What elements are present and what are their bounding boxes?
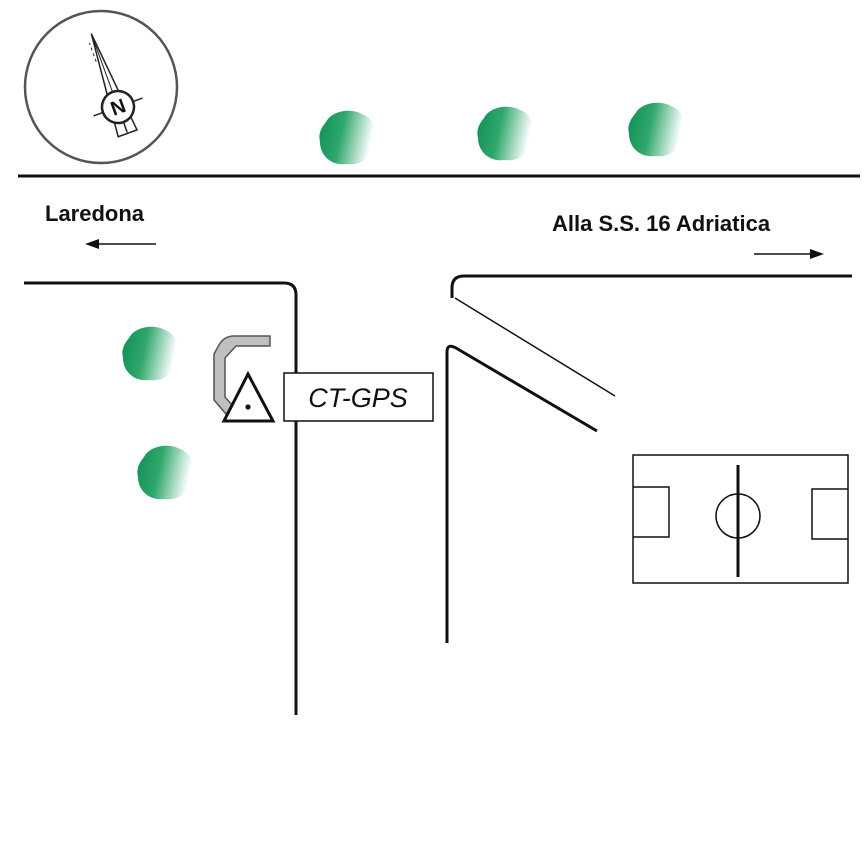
station-label-box: CT-GPS xyxy=(283,372,434,422)
tree-icon xyxy=(477,106,534,161)
arrow-left-icon xyxy=(85,239,156,249)
tree-icon xyxy=(122,326,179,381)
destination-right-label: Alla S.S. 16 Adriatica xyxy=(552,211,771,236)
compass: N xyxy=(23,9,179,165)
destination-left-label: Laredona xyxy=(45,201,145,226)
tree-icon xyxy=(137,445,194,500)
arrow-right-icon xyxy=(754,249,824,259)
main-road xyxy=(18,174,860,715)
triangle-benchmark-icon xyxy=(221,370,276,423)
station-shelter xyxy=(213,335,271,416)
tree-icon xyxy=(628,102,685,157)
side-street-upper-edge xyxy=(454,297,616,397)
road-edge-south-east xyxy=(450,274,852,298)
soccer-field-icon xyxy=(632,454,849,584)
north-letter: N xyxy=(108,95,129,121)
tree-icon xyxy=(319,110,376,165)
side-street xyxy=(445,297,616,643)
side-street-lower-edge xyxy=(445,344,598,643)
station-label: CT-GPS xyxy=(308,383,408,413)
north-arrow-compass-icon: N xyxy=(88,33,143,138)
compass-ring xyxy=(23,9,179,165)
road-edge-south-west xyxy=(24,281,298,715)
